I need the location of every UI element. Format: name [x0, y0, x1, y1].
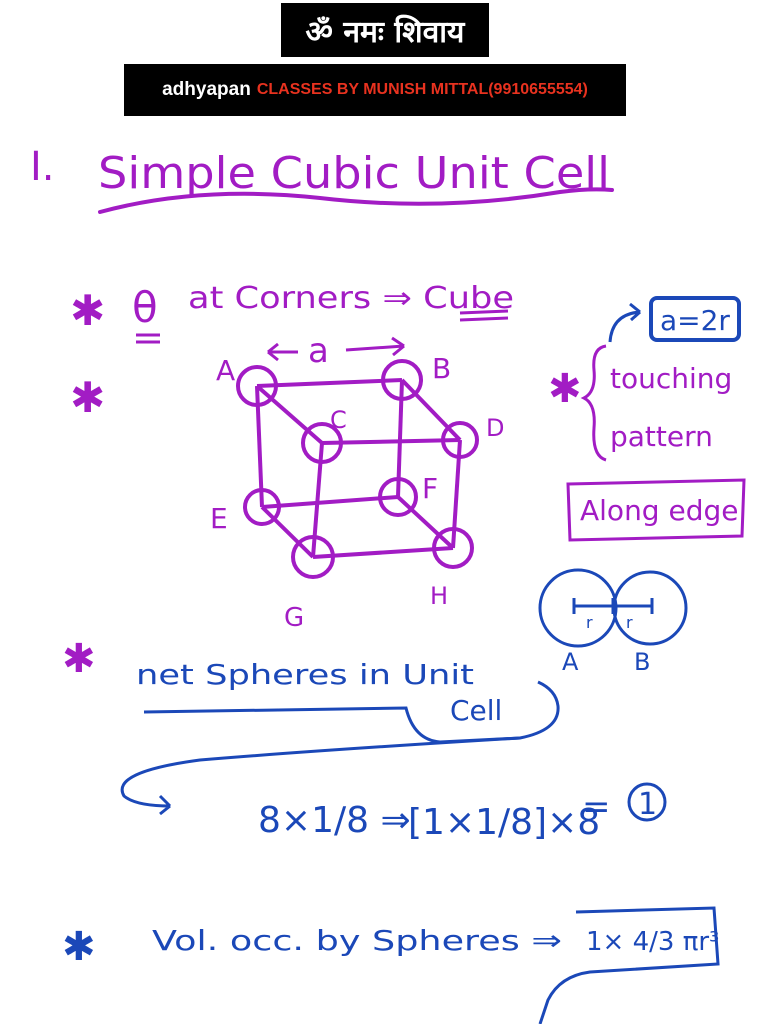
net-spheres-line1: net Spheres in Unit [136, 658, 474, 691]
cube-edge [321, 438, 461, 445]
brand-classes: CLASSES BY MUNISH MITTAL(9910655554) [256, 81, 588, 98]
corner-sphere-c [301, 422, 343, 464]
mantra-text: ॐ नमः शिवाय [305, 14, 465, 50]
corner-label-h: H [430, 582, 448, 610]
cube-edge [312, 546, 454, 559]
touching-line1: touching [610, 362, 732, 395]
corner-sphere-a [236, 365, 278, 407]
cube-edge [255, 384, 324, 445]
relation-arrow-icon [608, 302, 641, 343]
bullet-3: ✱ [548, 366, 582, 412]
sphere-label-b: B [634, 648, 650, 676]
bullet-1: ✱ [70, 286, 105, 335]
corner-sphere-e [243, 488, 281, 526]
corner-label-d: D [486, 414, 504, 442]
brace-icon [580, 344, 607, 462]
sphere-a [538, 568, 618, 648]
equation-result: 1 [638, 787, 657, 822]
corner-label-f: F [422, 472, 438, 505]
cube-edge [261, 495, 399, 509]
cube-edge [256, 378, 403, 388]
net-spheres-line2: Cell [450, 694, 502, 727]
bullet-2: ✱ [70, 373, 105, 422]
sphere-label-a: A [562, 648, 579, 676]
cube-edge [396, 495, 455, 550]
radius-label-a: r [586, 613, 593, 632]
title-text: Simple Cubic Unit Cell [98, 148, 610, 199]
relation-text: a=2r [660, 304, 730, 337]
equation-equals: = [582, 787, 611, 827]
corner-label-a: A [216, 354, 235, 387]
relation-box [649, 296, 741, 342]
cube-diagram [236, 359, 479, 579]
result-circle [627, 782, 667, 822]
brand-name: adhyapan [162, 79, 251, 100]
corner-label-c: C [330, 406, 347, 434]
cube-edge [400, 378, 462, 442]
volume-text: Vol. occ. by Spheres ⇒ [152, 924, 562, 957]
title-underline [98, 187, 614, 214]
along-edge-text: Along edge [580, 494, 738, 527]
equation-left: 8×1/8 ⇒ [258, 800, 411, 841]
corner-sphere-b [381, 359, 423, 401]
mantra-banner: ॐ नमः शिवाय [281, 3, 489, 57]
corner-label-b: B [432, 352, 451, 385]
symbol-underline [136, 333, 160, 344]
volume-box [538, 906, 720, 1024]
edge-arrow-left-icon [267, 342, 298, 362]
brand-banner: adhyapan CLASSES BY MUNISH MITTAL(991065… [124, 64, 626, 116]
corner-sphere-d [441, 421, 479, 459]
corner-sphere-g [291, 535, 335, 579]
touching-line2: pattern [610, 420, 713, 453]
cube-edge [260, 505, 315, 559]
point1-symbol: θ [132, 283, 158, 332]
along-edge-box [566, 478, 746, 542]
corner-sphere-f [378, 477, 418, 517]
radius-label-b: r [626, 613, 633, 632]
bullet-4: ✱ [62, 636, 96, 682]
title-number: I. [30, 144, 55, 190]
volume-box-text: 1× 4/3 πr³ [586, 927, 719, 957]
equation-bracket: [1×1/8]×8 [408, 802, 600, 843]
edge-arrow-right-icon [345, 336, 405, 357]
corner-label-e: E [210, 502, 228, 535]
highlight-loop [143, 680, 560, 744]
sphere-b [612, 570, 688, 646]
flow-arrow-icon [120, 736, 521, 816]
corner-sphere-h [432, 527, 474, 569]
edge-label: a [308, 331, 329, 371]
bullet-5: ✱ [62, 924, 96, 970]
cube-underline [459, 309, 509, 322]
touching-spheres-diagram [538, 568, 688, 648]
corner-label-g: G [284, 603, 304, 633]
point1-text: at Corners ⇒ Cube [188, 281, 514, 316]
